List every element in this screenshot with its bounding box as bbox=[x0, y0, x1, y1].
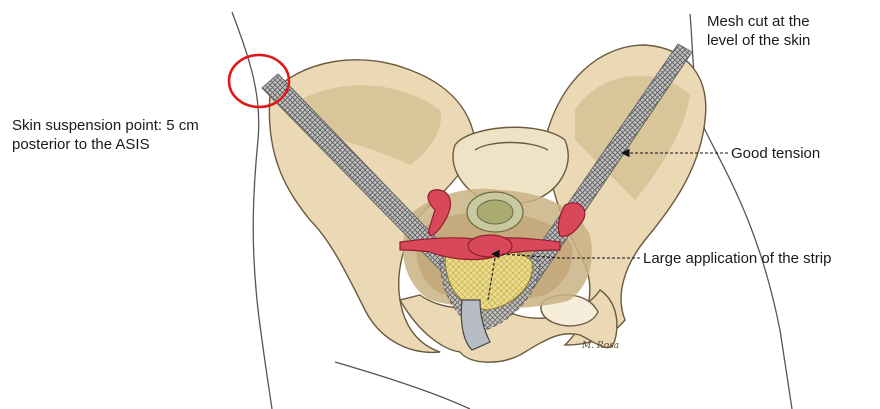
large-application-text: Large application of the strip bbox=[643, 249, 831, 268]
suspension-point-label: Skin suspension point: 5 cm posterior to… bbox=[12, 116, 199, 154]
mesh-cut-line2: level of the skin bbox=[707, 31, 810, 50]
good-tension-text: Good tension bbox=[731, 144, 820, 163]
large-application-label: Large application of the strip bbox=[643, 249, 831, 268]
mesh-cut-label: Mesh cut at the level of the skin bbox=[707, 12, 810, 50]
suspension-point-line1: Skin suspension point: 5 cm bbox=[12, 116, 199, 135]
good-tension-label: Good tension bbox=[731, 144, 820, 163]
mesh-cut-line1: Mesh cut at the bbox=[707, 12, 810, 31]
suspension-point-line2: posterior to the ASIS bbox=[12, 135, 199, 154]
artist-signature: M. Rosa bbox=[581, 341, 619, 351]
rectum bbox=[467, 192, 523, 232]
